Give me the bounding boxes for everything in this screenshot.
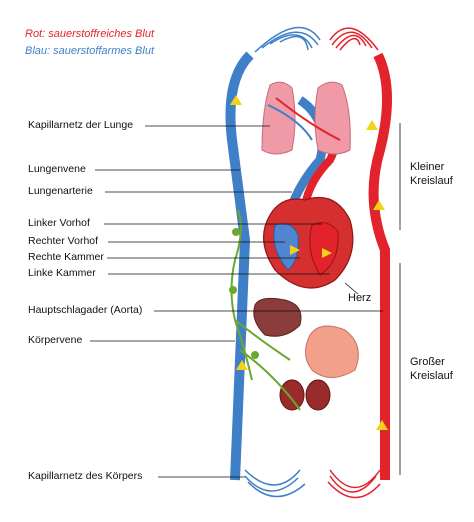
label-left-atrium: Linker Vorhof bbox=[28, 217, 90, 229]
small-circulation-line-1: Kleiner bbox=[410, 161, 445, 173]
large-circulation-line-2: Kreislauf bbox=[410, 370, 453, 382]
label-heart: Herz bbox=[348, 292, 372, 304]
label-pulmonary-vein: Lungenvene bbox=[28, 163, 86, 175]
leader-lines bbox=[90, 123, 401, 478]
left-venous-loop bbox=[225, 51, 254, 481]
organs bbox=[253, 297, 359, 411]
lymph-vessels bbox=[229, 209, 301, 411]
legend-oxygen-rich: Rot: sauerstoffreiches Blut bbox=[25, 28, 155, 40]
label-body-capillaries: Kapillarnetz des Körpers bbox=[28, 470, 143, 482]
lungs bbox=[261, 81, 351, 155]
label-body-vein: Körpervene bbox=[28, 334, 83, 346]
label-large-circulation: Großer Kreislauf bbox=[410, 355, 453, 383]
heart bbox=[263, 196, 354, 289]
label-right-atrium: Rechter Vorhof bbox=[28, 235, 99, 247]
label-lung-capillaries: Kapillarnetz der Lunge bbox=[28, 119, 134, 131]
label-right-ventricle: Rechte Kammer bbox=[28, 251, 104, 263]
label-pulmonary-artery: Lungenarterie bbox=[28, 185, 93, 197]
bottom-capillary-network bbox=[244, 469, 381, 499]
small-circulation-line-2: Kreislauf bbox=[410, 175, 453, 187]
flow-arrows bbox=[230, 95, 388, 430]
top-capillary-network bbox=[254, 26, 379, 53]
label-aorta: Hauptschlagader (Aorta) bbox=[28, 304, 143, 316]
label-small-circulation: Kleiner Kreislauf bbox=[410, 160, 453, 188]
label-left-ventricle: Linke Kammer bbox=[28, 267, 96, 279]
right-arterial-loop bbox=[368, 52, 392, 480]
legend-oxygen-poor: Blau: sauerstoffarmes Blut bbox=[25, 45, 155, 57]
large-circulation-line-1: Großer bbox=[410, 356, 445, 368]
